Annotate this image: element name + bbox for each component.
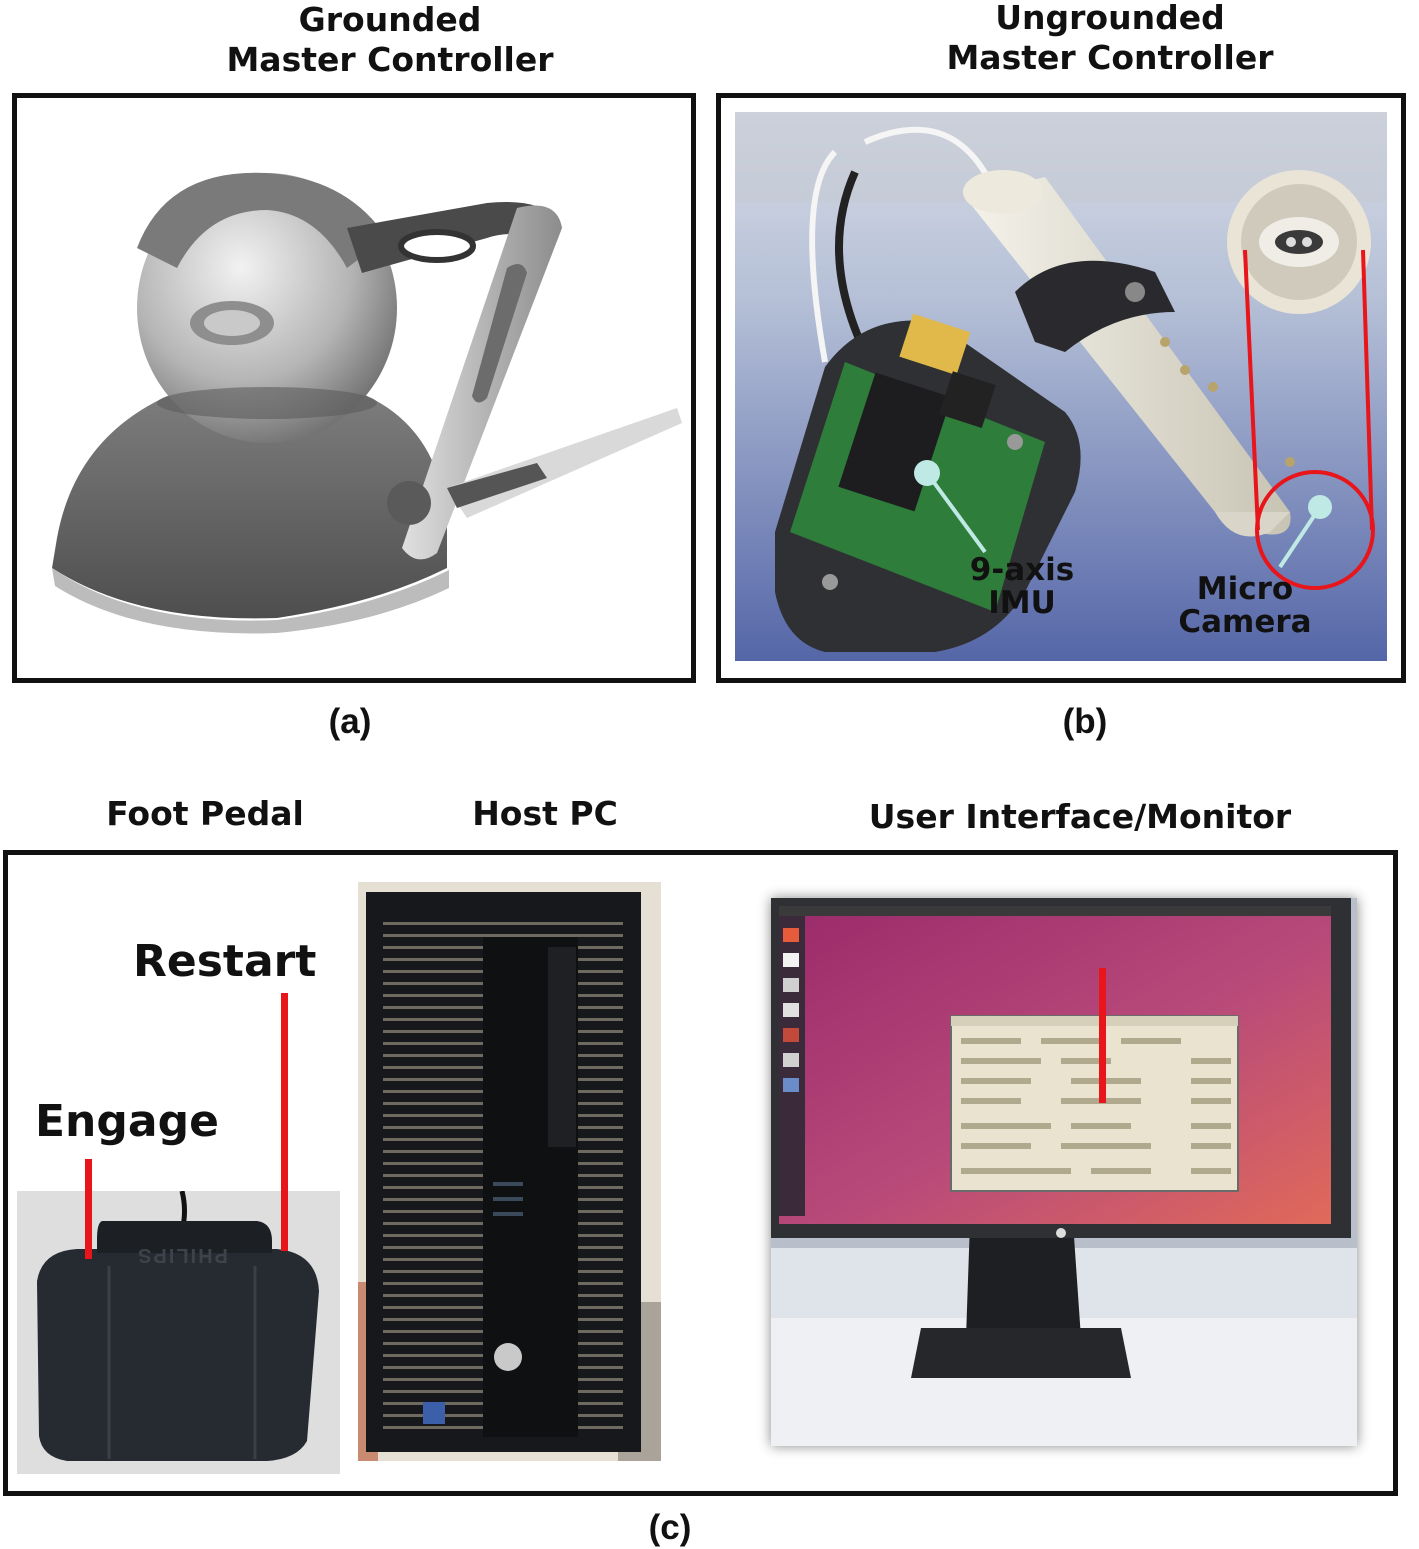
- panel-a-title-line2: Master Controller: [226, 40, 554, 79]
- engage-indicator-line: [85, 1159, 92, 1259]
- imu-label: 9-axis IMU: [947, 554, 1097, 619]
- micro-camera-label: Micro Camera: [1165, 573, 1325, 638]
- panel-a-title-line1: Grounded: [298, 0, 482, 39]
- panel-b-frame: 9-axis IMU Micro Camera: [716, 93, 1406, 683]
- panel-a-frame: [12, 93, 696, 683]
- ungrounded-controller-image: [735, 112, 1387, 661]
- pedal-brand-text: PHILIPS: [136, 1244, 228, 1266]
- panel-c-caption: (c): [648, 1508, 692, 1547]
- host-pc-title: Host PC: [472, 794, 618, 833]
- foot-pedal-photo: PHILIPS: [17, 1191, 340, 1474]
- monitor-photo: [771, 898, 1357, 1446]
- panel-b-title: Ungrounded Master Controller: [900, 0, 1320, 78]
- imu-label-line1: 9-axis: [969, 552, 1075, 588]
- panel-b-title-line2: Master Controller: [946, 38, 1274, 77]
- imu-label-line2: IMU: [988, 584, 1056, 621]
- host-pc-photo: [358, 882, 661, 1461]
- restart-indicator-line: [281, 993, 288, 1251]
- monitor-title: User Interface/Monitor: [868, 797, 1292, 836]
- panel-a-title: Grounded Master Controller: [190, 0, 590, 80]
- panel-c-frame: PHILIPS Restart Engage: [3, 850, 1398, 1496]
- micro-camera-label-line1: Micro: [1196, 571, 1294, 607]
- restart-label: Restart: [133, 936, 317, 987]
- grounded-haptic-device-image: [52, 172, 682, 634]
- engage-label: Engage: [35, 1096, 219, 1147]
- panel-b-title-line1: Ungrounded: [995, 0, 1225, 37]
- panel-b-caption: (b): [1062, 702, 1108, 741]
- panel-a-caption: (a): [328, 702, 372, 741]
- foot-pedal-title: Foot Pedal: [106, 794, 304, 833]
- micro-camera-label-line2: Camera: [1178, 603, 1312, 640]
